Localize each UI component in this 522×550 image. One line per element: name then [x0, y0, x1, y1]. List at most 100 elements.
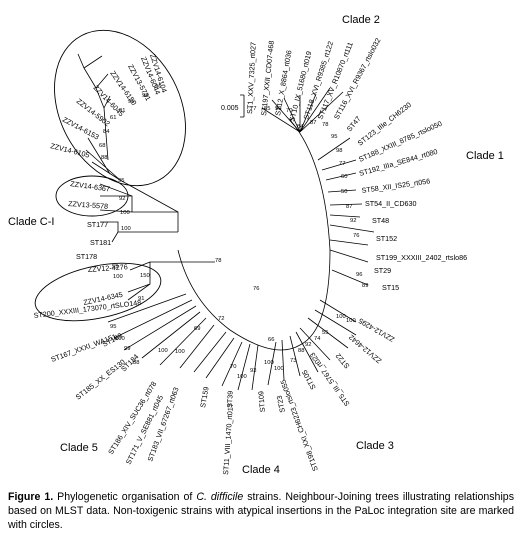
bootstrap-value: 96: [356, 272, 362, 278]
figure-caption: Figure 1. Phylogenetic organisation of C…: [8, 490, 514, 532]
bootstrap-value: 95: [331, 134, 337, 140]
leaf-label: ZZV12-4276: [88, 262, 128, 274]
bootstrap-value: 78: [322, 122, 328, 128]
caption-species: C. difficile: [196, 491, 244, 503]
bootstrap-value: 92: [350, 218, 356, 224]
leaf-label: ST152: [376, 234, 397, 243]
scale-bar-label: 0.005: [221, 105, 239, 112]
leaf-label: ST29: [374, 266, 391, 275]
bootstrap-value: 50: [341, 189, 347, 195]
leaf-label: ST11_VIII_1470_rt017: [221, 403, 235, 475]
caption-text-before: Phylogenetic organisation of: [57, 491, 197, 503]
bootstrap-value: 72: [218, 316, 224, 322]
leaf-label: ZZV13-5578: [68, 199, 108, 211]
bootstrap-value: 84: [297, 124, 304, 130]
leaf-label: ST23: [275, 395, 287, 414]
leaf-label: ST199_XXXIII_2402_rtslo86: [376, 253, 467, 262]
bootstrap-value: 100: [346, 318, 356, 324]
bootstrap-value: 100: [121, 226, 131, 232]
bootstrap-value: 95: [128, 99, 134, 105]
clade-c-i-label: Clade C-I: [8, 216, 55, 228]
leaf-label: ST198_XXI_CH6223_rtslo055: [278, 378, 320, 472]
branch-clade5: [107, 293, 227, 373]
branch-clade2: [261, 87, 344, 133]
bootstrap-value: 100: [336, 314, 346, 320]
clade-4-label: Clade 4: [242, 464, 280, 476]
bootstrap-value: 74: [314, 336, 321, 342]
bootstrap-value: 68: [99, 143, 105, 149]
bootstrap-value: 92: [305, 342, 311, 348]
bootstrap-value: 84: [103, 129, 110, 135]
bootstrap-value: 96: [155, 84, 161, 90]
phylogenetic-tree-figure: 0.005 ZZV14-6104 ZZV14-6044 ZZV13-5731 Z…: [8, 14, 504, 476]
bootstrap-value: 100: [158, 348, 168, 354]
highlight-ellipses: [34, 29, 186, 322]
leaf-labels: ZZV14-6104 ZZV14-6044 ZZV13-5731 ZZV14-6…: [33, 36, 467, 475]
bootstrap-values: 96 98 95 91 61 84 68 88 95 92 100 100 55…: [99, 84, 368, 380]
leaf-label: ST185_XX_ES130: [74, 357, 127, 401]
bootstrap-value: 95: [110, 324, 116, 330]
bootstrap-value: 91: [119, 108, 125, 114]
bootstrap-value: 55: [322, 330, 328, 336]
bootstrap-value: 55: [112, 264, 118, 270]
leaf-label: ST177: [87, 220, 108, 229]
leaf-label: ST54_II_CD630: [365, 199, 417, 208]
bootstrap-value: 70: [286, 108, 292, 114]
bootstrap-value: 100: [113, 274, 123, 280]
branch-cladeCI: [99, 183, 179, 243]
bootstrap-value: 100: [237, 374, 247, 380]
backbone-arc: [177, 119, 331, 351]
leaf-label: ST47: [345, 114, 363, 133]
bootstrap-value: 100: [274, 366, 284, 372]
bootstrap-value: 61: [110, 115, 116, 121]
branch-circled-upper: [77, 53, 179, 213]
bootstrap-value: 88: [298, 348, 304, 354]
bootstrap-value: 76: [253, 286, 259, 292]
clade-2-label: Clade 2: [342, 14, 380, 26]
leaf-label: ST48: [372, 216, 389, 225]
bootstrap-value: 100: [115, 336, 125, 342]
ellipse-lower-cluster: [34, 262, 162, 322]
leaf-label: ST181: [90, 238, 111, 247]
leaf-label: ST1_XXV_7325_rt027: [245, 42, 258, 114]
leaf-label: ZZV14-6105: [50, 141, 91, 159]
bootstrap-value: 88: [101, 155, 107, 161]
tree-branches: [77, 53, 375, 391]
bootstrap-value: 87: [310, 120, 316, 126]
bootstrap-value: 98: [142, 93, 148, 99]
phylogenetic-tree: 0.005 ZZV14-6104 ZZV14-6044 ZZV13-5731 Z…: [33, 29, 467, 475]
bootstrap-value: 66: [268, 337, 274, 343]
scale-bar: [240, 94, 245, 118]
bootstrap-value: 76: [353, 233, 359, 239]
bootstrap-value: 100: [120, 210, 130, 216]
bootstrap-value: 100: [264, 360, 274, 366]
leaf-label: ST109: [256, 391, 267, 413]
leaf-label: ZZV12-4642: [347, 333, 383, 366]
leaf-label: ST105: [300, 368, 318, 391]
leaf-label: ST58_XII_IS25_rt056: [361, 176, 431, 195]
bootstrap-value: 60: [341, 174, 347, 180]
branch-clade4: [205, 337, 259, 391]
bootstrap-value: 99: [275, 106, 281, 112]
bootstrap-value: 69: [194, 326, 200, 332]
bootstrap-value: 95: [118, 178, 124, 184]
branch-clade1: [317, 137, 375, 286]
bootstrap-value: 70: [230, 364, 236, 370]
bootstrap-value: 91: [138, 296, 144, 302]
ellipse-cladeCI-cluster: [55, 175, 129, 217]
bootstrap-value: 85: [264, 106, 270, 112]
leaf-label: ST22: [334, 352, 352, 371]
bootstrap-value: 150: [140, 273, 150, 279]
bootstrap-value: 77: [250, 106, 256, 112]
bootstrap-value: 100: [175, 349, 185, 355]
bootstrap-value: 88: [133, 360, 139, 366]
leaf-label: ST159: [198, 386, 211, 408]
caption-label: Figure 1.: [8, 491, 54, 503]
leaf-label: ST39: [225, 391, 235, 408]
bootstrap-value: 89: [362, 283, 368, 289]
leaf-label: ZZV14-6367: [70, 179, 111, 193]
branch-circled-lower: [127, 261, 215, 301]
ellipse-upper-cluster: [54, 29, 186, 187]
leaf-label: ST15: [382, 283, 399, 292]
bootstrap-value: 73: [290, 358, 296, 364]
